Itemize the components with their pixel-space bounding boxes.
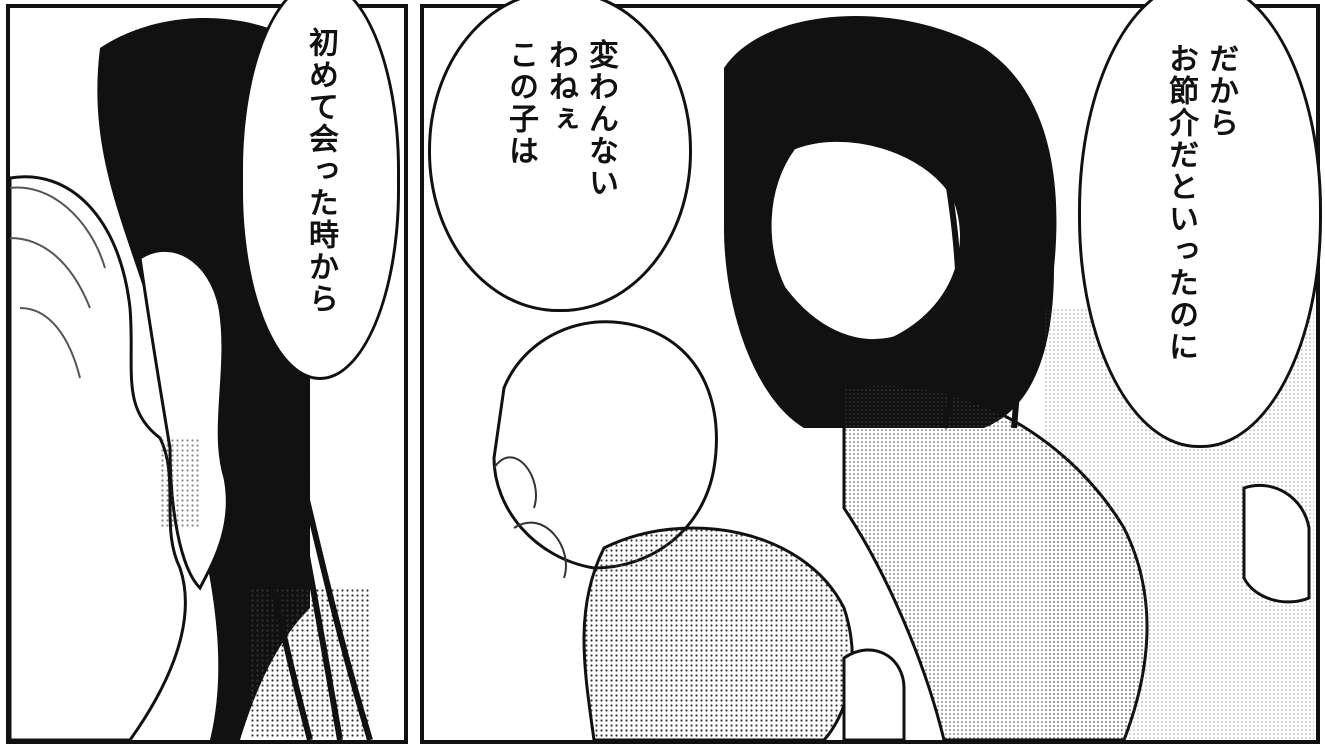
speech-text-1: 初めて会った時から [303, 27, 338, 315]
speech-bubble-2: 変わんない わねぇ この子は [428, 0, 692, 312]
speech-text-3: だから お節介だといったのに [1163, 43, 1238, 363]
speech-bubble-1: 初めて会った時から [240, 0, 400, 380]
panel-right-art [492, 15, 1314, 740]
panel-left-art [10, 18, 373, 740]
speech-bubble-3: だから お節介だといったのに [1078, 0, 1322, 448]
speech-text-2: 変わんない わねぇ この子は [503, 39, 618, 199]
